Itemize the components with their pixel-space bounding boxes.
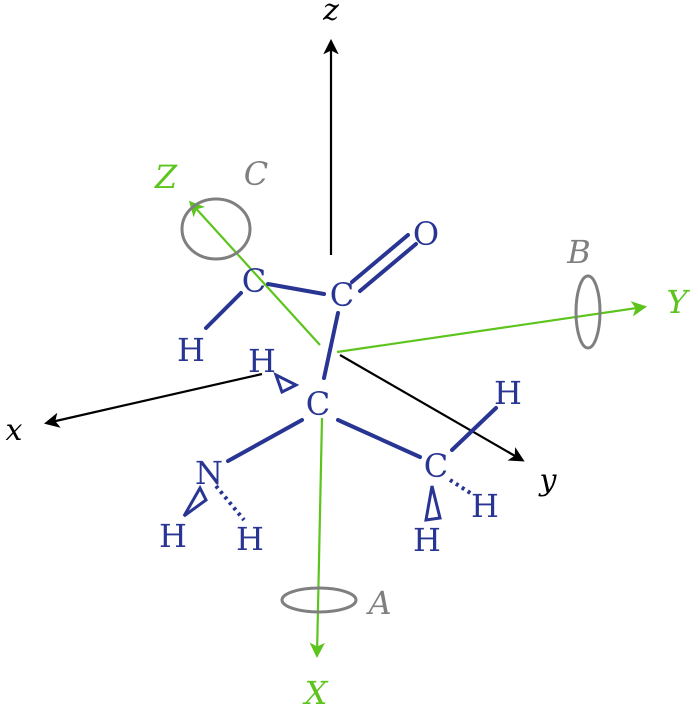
hash-c-h-methyl [448,478,474,496]
rotation-c-loop [180,197,252,261]
y-axis [339,354,525,462]
label-Z: Z [154,158,178,196]
bond-c-o-1 [350,233,410,284]
rotation-labels: C B A [244,155,591,622]
atom-h-aldehyde: H [177,331,205,369]
label-Y: Y [666,283,690,321]
label-C: C [244,155,268,193]
wedge-alpha-h [273,371,300,395]
rotation-loops [180,197,602,614]
atom-h-n1: H [159,517,187,555]
bond-c-h-methyl-up [450,406,498,452]
atom-labels: C O C H C H N H H C H H H [159,215,522,559]
label-x: x [6,413,23,448]
bonds [204,233,498,463]
wedge-methyl-h [424,485,442,522]
atom-h-n2: H [236,520,264,558]
wedge-n-h [182,484,208,518]
body-axis-labels: Z Y X [154,158,691,708]
hash-n-h [214,484,246,522]
atom-h-me1: H [494,374,522,412]
bond-c-c-aldehyde [266,282,326,296]
atom-alpha-c: C [306,385,330,423]
bond-c-c-alpha [322,311,340,380]
atom-aldehyde-c: C [242,262,266,300]
Z-axis [188,200,321,346]
label-B: B [566,233,591,271]
atom-carbonyl-c: C [330,276,354,314]
Y-axis [336,301,648,354]
bond-c-h-aldehyde [204,291,243,330]
bond-c-c-methyl [336,418,422,459]
label-y: y [538,463,558,498]
atom-h-me2: H [471,487,499,525]
lab-axes [43,38,525,462]
label-X: X [302,674,329,708]
rotation-b-loop [574,274,602,350]
atom-oxygen: O [413,215,439,253]
body-axes [188,200,648,659]
bond-c-n [226,418,304,463]
label-A: A [365,584,391,622]
wedge-bonds [182,371,442,522]
bond-c-o-2 [358,242,418,293]
X-axis [309,417,325,659]
rotation-a-loop [280,586,358,614]
atom-h-alpha: H [248,342,276,380]
label-z: z [322,0,339,28]
x-axis [43,372,263,428]
atom-nitrogen: N [195,454,223,492]
atom-h-me3: H [413,521,441,559]
hashed-bonds [214,478,474,522]
atom-methyl-c: C [424,447,448,485]
lab-axis-labels: z x y [6,0,558,498]
